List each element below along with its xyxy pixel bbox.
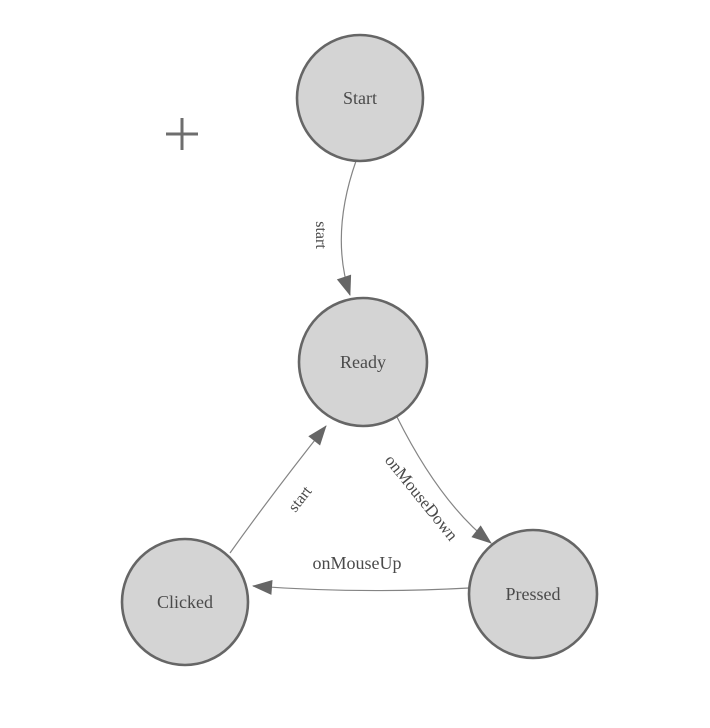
crosshair-marker — [166, 118, 198, 150]
edge-line[interactable] — [396, 416, 492, 544]
edge-line[interactable] — [252, 579, 470, 595]
edge-label-pressed-to-clicked: onMouseUp — [313, 553, 402, 573]
edge-label-start-to-ready: start — [312, 221, 329, 249]
edge-line[interactable] — [229, 425, 327, 554]
node-ready-circle[interactable] — [297, 296, 429, 428]
node-pressed[interactable]: Pressed — [467, 528, 599, 660]
node-ready[interactable]: Ready — [297, 296, 429, 428]
node-pressed-label: Pressed — [506, 584, 561, 604]
edge-clicked-to-ready[interactable]: start — [229, 425, 327, 554]
node-clicked-circle[interactable] — [120, 537, 250, 667]
node-start[interactable]: Start — [295, 33, 425, 163]
edge-label-ready-to-pressed: onMouseDown — [381, 451, 462, 545]
edge-label-clicked-to-ready: start — [285, 483, 316, 516]
node-pressed-circle[interactable] — [467, 528, 599, 660]
node-clicked[interactable]: Clicked — [120, 537, 250, 667]
edge-pressed-to-clicked[interactable]: onMouseUp — [252, 553, 470, 595]
edge-ready-to-pressed[interactable]: onMouseDown — [381, 416, 492, 545]
node-start-circle[interactable] — [295, 33, 425, 163]
node-clicked-label: Clicked — [157, 592, 213, 612]
node-start-label: Start — [343, 88, 377, 108]
node-ready-label: Ready — [340, 352, 386, 372]
edge-line[interactable] — [336, 160, 357, 296]
edge-start-to-ready[interactable]: start — [312, 160, 357, 296]
